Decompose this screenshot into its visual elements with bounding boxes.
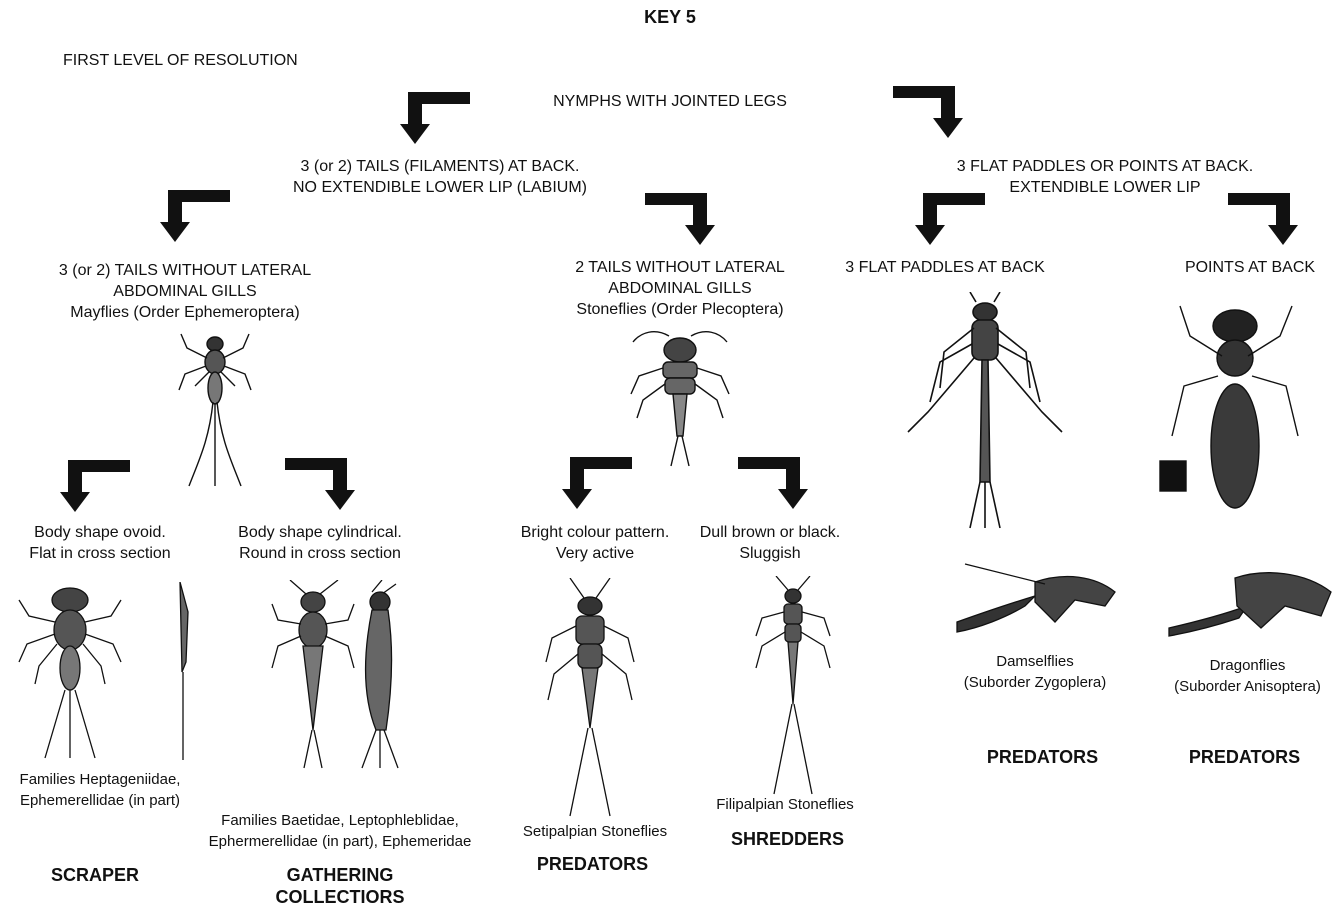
right-branch-line1: 3 FLAT PADDLES OR POINTS AT BACK. [905,156,1305,177]
mayfly-nymph-illustration [175,330,255,490]
damselflies-line2: (Suborder Zygoplera) [945,672,1125,693]
dull-line2: Sluggish [680,543,860,564]
ovoid-line1: Body shape ovoid. [5,522,195,543]
flat-mayfly-illustration [15,580,125,760]
stoneflies-node: 2 TAILS WITHOUT LATERAL ABDOMINAL GILLS … [530,257,830,320]
bright-line2: Very active [500,543,690,564]
arrow-to-bright [562,457,634,512]
role-predators-stonefly: PREDATORS [510,853,675,875]
stoneflies-line1: 2 TAILS WITHOUT LATERAL [530,257,830,278]
cylindrical-node: Body shape cylindrical. Round in cross s… [215,522,425,564]
mayflies-line2: ABDOMINAL GILLS [20,281,350,302]
arrow-to-ovoid [60,460,132,515]
cylindrical-line2: Round in cross section [215,543,425,564]
bright-node: Bright colour pattern. Very active [500,522,690,564]
left-branch-node: 3 (or 2) TAILS (FILAMENTS) AT BACK. NO E… [240,156,640,198]
filipalpian-stonefly-illustration [748,576,838,796]
cylindrical-line1: Body shape cylindrical. [215,522,425,543]
baetidae-line1: Families Baetidae, Leptophleblidae, [185,810,495,831]
mayflies-line3: Mayflies (Order Ephemeroptera) [20,302,350,323]
dull-line1: Dull brown or black. [680,522,860,543]
baetidae-label: Families Baetidae, Leptophleblidae, Ephe… [185,810,495,852]
role-gathering-line2: COLLECTIORS [240,886,440,908]
arrow-to-cylindrical [285,458,357,513]
role-predators-dragonfly: PREDATORS [1162,746,1327,768]
left-branch-line2: NO EXTENDIBLE LOWER LIP (LABIUM) [240,177,640,198]
arrow-to-paddles [893,86,965,141]
heptageniidae-line1: Families Heptageniidae, [0,769,200,790]
heptageniidae-line2: Ephemerellidae (in part) [0,790,200,811]
arrow-to-stoneflies [645,193,717,248]
dragonfly-nymph-illustration [1150,296,1310,526]
points-node: POINTS AT BACK [1160,257,1340,278]
baetidae-line2: Ephermerellidae (in part), Ephemeridae [185,831,495,852]
damselfly-nymph-illustration [900,292,1070,532]
arrow-to-points-at-back [1228,193,1300,248]
damselflies-line1: Damselflies [945,651,1125,672]
role-gathering-collectors: GATHERING COLLECTIORS [240,864,440,908]
arrow-to-tails [400,92,472,147]
ovoid-line2: Flat in cross section [5,543,195,564]
dragonflies-line2: (Suborder Anisoptera) [1155,676,1340,697]
role-gathering-line1: GATHERING [240,864,440,886]
root-node: NYMPHS WITH JOINTED LEGS [530,91,810,112]
level-label: FIRST LEVEL OF RESOLUTION [63,50,298,71]
mayfly-side-view-illustration [168,582,198,762]
right-branch-node: 3 FLAT PADDLES OR POINTS AT BACK. EXTEND… [905,156,1305,198]
arrow-to-dull [738,457,810,512]
dull-node: Dull brown or black. Sluggish [680,522,860,564]
role-scraper: SCRAPER [20,864,170,886]
setipalpian-stonefly-illustration [540,578,640,818]
bright-line1: Bright colour pattern. [500,522,690,543]
ovoid-node: Body shape ovoid. Flat in cross section [5,522,195,564]
arrow-to-paddles-at-back [915,193,987,248]
dragonflies-label: Dragonflies (Suborder Anisoptera) [1155,655,1340,697]
burrowing-mayfly-illustration [342,580,412,770]
damselfly-labium-illustration [955,562,1125,642]
role-predators-damselfly: PREDATORS [960,746,1125,768]
paddles-node: 3 FLAT PADDLES AT BACK [820,257,1070,278]
damselflies-label: Damselflies (Suborder Zygoplera) [945,651,1125,693]
mayflies-node: 3 (or 2) TAILS WITHOUT LATERAL ABDOMINAL… [20,260,350,323]
dragonflies-line1: Dragonflies [1155,655,1340,676]
stoneflies-line2: ABDOMINAL GILLS [530,278,830,299]
stonefly-nymph-illustration [625,328,735,468]
stoneflies-line3: Stoneflies (Order Plecoptera) [530,299,830,320]
arrow-to-mayflies [160,190,232,245]
key-title: KEY 5 [640,6,700,28]
dragonfly-labium-illustration [1165,566,1335,646]
left-branch-line1: 3 (or 2) TAILS (FILAMENTS) AT BACK. [240,156,640,177]
mayflies-line1: 3 (or 2) TAILS WITHOUT LATERAL [20,260,350,281]
filipalpian-label: Filipalpian Stoneflies [690,794,880,815]
setipalpian-label: Setipalpian Stoneflies [500,821,690,842]
role-shredders: SHREDDERS [705,828,870,850]
heptageniidae-label: Families Heptageniidae, Ephemerellidae (… [0,769,200,811]
